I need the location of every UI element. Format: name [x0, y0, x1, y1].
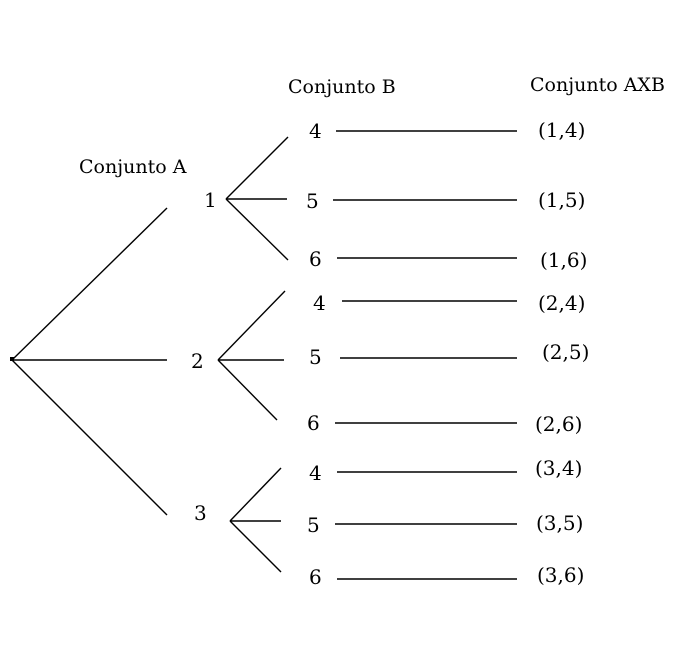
pair-2-4: (2,4) — [538, 291, 585, 315]
branch-1-4 — [225, 136, 289, 200]
set-b-1-5: 5 — [306, 189, 319, 213]
set-a-element-3: 3 — [194, 501, 207, 525]
pair-1-5: (1,5) — [538, 188, 585, 212]
branch-1-6 — [225, 198, 289, 261]
root-node — [10, 357, 14, 361]
header-conjunto-a: Conjunto A — [79, 156, 187, 178]
set-b-1-6: 6 — [309, 247, 322, 271]
set-b-2-4: 4 — [313, 291, 326, 315]
root-branch-3 — [11, 359, 168, 516]
pair-3-5: (3,5) — [536, 511, 583, 535]
set-b-1-4: 4 — [309, 119, 322, 143]
set-a-element-1: 1 — [204, 188, 217, 212]
branch-3-6 — [229, 520, 282, 573]
pair-1-6: (1,6) — [540, 248, 587, 272]
set-b-3-4: 4 — [309, 461, 322, 485]
root-branch-1 — [11, 207, 168, 361]
set-a-element-2: 2 — [191, 349, 204, 373]
pair-3-4: (3,4) — [535, 456, 582, 480]
pair-3-6: (3,6) — [537, 563, 584, 587]
branch-3-4 — [229, 467, 282, 522]
header-conjunto-axb: Conjunto AXB — [530, 74, 665, 96]
pair-1-4: (1,4) — [538, 118, 585, 142]
pair-2-5: (2,5) — [542, 340, 589, 364]
set-b-3-5: 5 — [307, 513, 320, 537]
set-b-2-5: 5 — [309, 345, 322, 369]
header-conjunto-b: Conjunto B — [288, 76, 396, 98]
branch-2-6 — [217, 359, 278, 421]
branch-2-4 — [217, 290, 286, 361]
pair-2-6: (2,6) — [535, 412, 582, 436]
set-b-2-6: 6 — [307, 411, 320, 435]
set-b-3-6: 6 — [309, 565, 322, 589]
